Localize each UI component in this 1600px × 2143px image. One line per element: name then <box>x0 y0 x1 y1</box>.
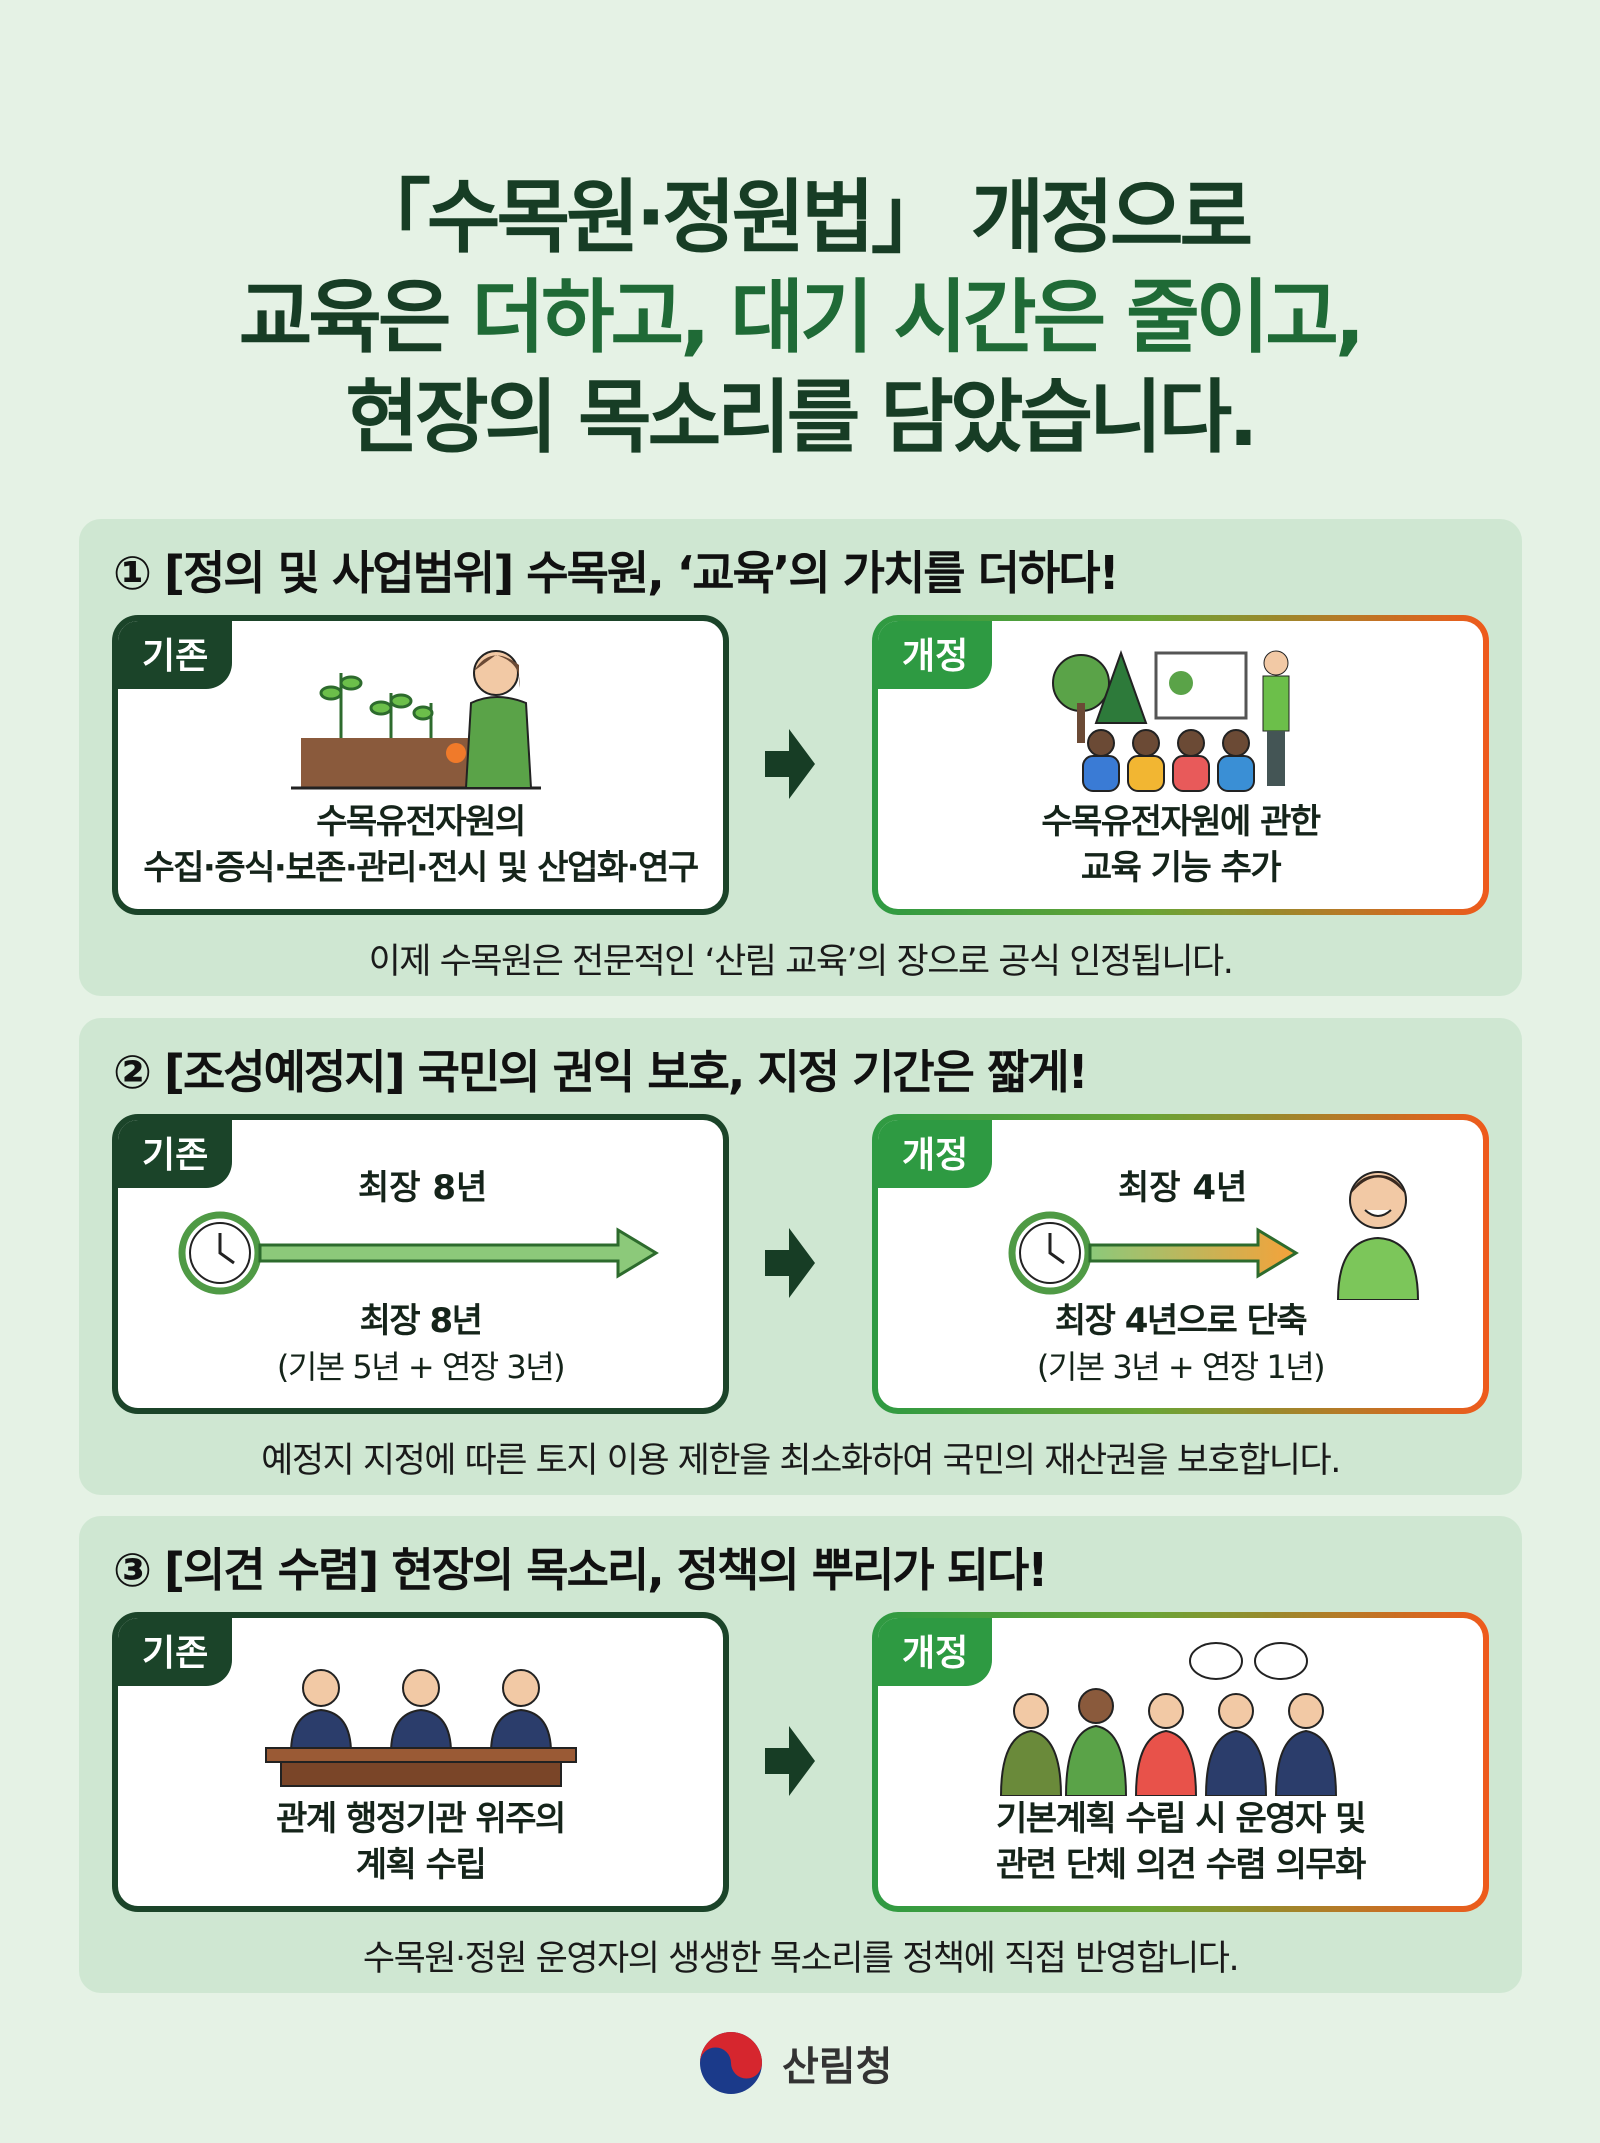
card-line: 관련 단체 의견 수렴 의무화 <box>996 1845 1366 1885</box>
gardener-icon <box>290 650 541 790</box>
card-line: (기본 3년 + 연장 1년) <box>1036 1348 1326 1386</box>
agency-logo: 산림청 <box>698 2030 892 2096</box>
title-line-2: 교육은 더하고, 대기 시간은 줄이고, <box>0 268 1600 368</box>
card-line: 관계 행정기관 위주의 <box>276 1799 566 1839</box>
card-before-text: 최장 8년 (기본 5년 + 연장 3년) <box>118 1298 723 1390</box>
section-opinion-gathering: ③ [의견 수렴] 현장의 목소리, 정책의 뿌리가 되다! 기존 관계 행정기… <box>79 1516 1522 1993</box>
arrow-right-icon <box>765 1228 815 1298</box>
arrow-right-icon <box>765 729 815 799</box>
tag-before: 기존 <box>118 1618 233 1686</box>
card-after-text: 최장 4년으로 단축 (기본 3년 + 연장 1년) <box>878 1298 1483 1390</box>
clock-timeline-icon <box>178 1211 659 1295</box>
forest-education-icon <box>1051 650 1289 792</box>
tag-after: 개정 <box>878 1120 993 1188</box>
happy-person-icon <box>1336 1171 1420 1300</box>
section-designation-period: ② [조성예정지] 국민의 권익 보호, 지정 기간은 짧게! 기존 최장 8년… <box>79 1018 1522 1495</box>
section-note: 예정지 지정에 따른 토지 이용 제한을 최소화하여 국민의 재산권을 보호합니… <box>261 1441 1341 1481</box>
tag-before: 기존 <box>118 1120 233 1188</box>
timeline-label: 최장 4년 <box>1118 1168 1248 1208</box>
tag-before: 기존 <box>118 621 233 689</box>
card-line: 교육 기능 추가 <box>1080 848 1282 888</box>
officials-meeting-icon <box>264 1669 577 1787</box>
tag-after: 개정 <box>878 1618 993 1686</box>
section-heading: ② [조성예정지] 국민의 권익 보호, 지정 기간은 짧게! <box>113 1045 1089 1099</box>
section-heading: ③ [의견 수렴] 현장의 목소리, 정책의 뿌리가 되다! <box>113 1543 1048 1597</box>
clock-timeline-icon <box>1008 1211 1299 1295</box>
arrow-right-icon <box>765 1726 815 1796</box>
card-after: 개정 최장 4년 최장 4년으로 단축 (기본 3년 + 연장 1년) <box>872 1114 1489 1414</box>
card-line: 수목유전자원에 관한 <box>1041 802 1321 842</box>
section-note: 이제 수목원은 전문적인 ‘산림 교육’의 장으로 공식 인정됩니다. <box>368 942 1234 982</box>
card-line: 수목유전자원의 <box>316 802 526 842</box>
card-line: 기본계획 수립 시 운영자 및 <box>996 1799 1366 1839</box>
card-before: 기존 최장 8년 최장 8년 (기본 5년 + 연장 3년) <box>112 1114 729 1414</box>
tag-after: 개정 <box>878 621 993 689</box>
title-line-2b: 더하고, 대기 시간은 줄이고, <box>471 271 1365 364</box>
page-title: 「수목원·정원법」 개정으로 교육은 더하고, 대기 시간은 줄이고, 현장의 … <box>0 168 1600 468</box>
card-line: (기본 5년 + 연장 3년) <box>276 1348 566 1386</box>
card-line: 수집·증식·보존·관리·전시 및 산업화·연구 <box>143 848 699 888</box>
section-note: 수목원·정원 운영자의 생생한 목소리를 정책에 직접 반영합니다. <box>362 1939 1240 1979</box>
title-line-2a: 교육은 <box>238 271 472 364</box>
title-line-1: 「수목원·정원법」 개정으로 <box>350 171 1253 264</box>
title-line-3: 현장의 목소리를 담았습니다. <box>345 371 1258 464</box>
agency-name: 산림청 <box>782 2044 893 2090</box>
timeline-label: 최장 8년 <box>358 1168 488 1208</box>
card-line: 계획 수립 <box>355 1845 487 1885</box>
stakeholders-discussion-icon <box>999 1642 1337 1796</box>
taegeuk-logo-icon <box>700 2032 762 2094</box>
section-education: ① [정의 및 사업범위] 수목원, ‘교육’의 가치를 더하다! 기존 수목유… <box>79 519 1522 996</box>
card-line: 최장 4년으로 단축 <box>1054 1301 1308 1341</box>
card-line: 최장 8년 <box>359 1301 483 1341</box>
section-heading: ① [정의 및 사업범위] 수목원, ‘교육’의 가치를 더하다! <box>113 546 1120 600</box>
